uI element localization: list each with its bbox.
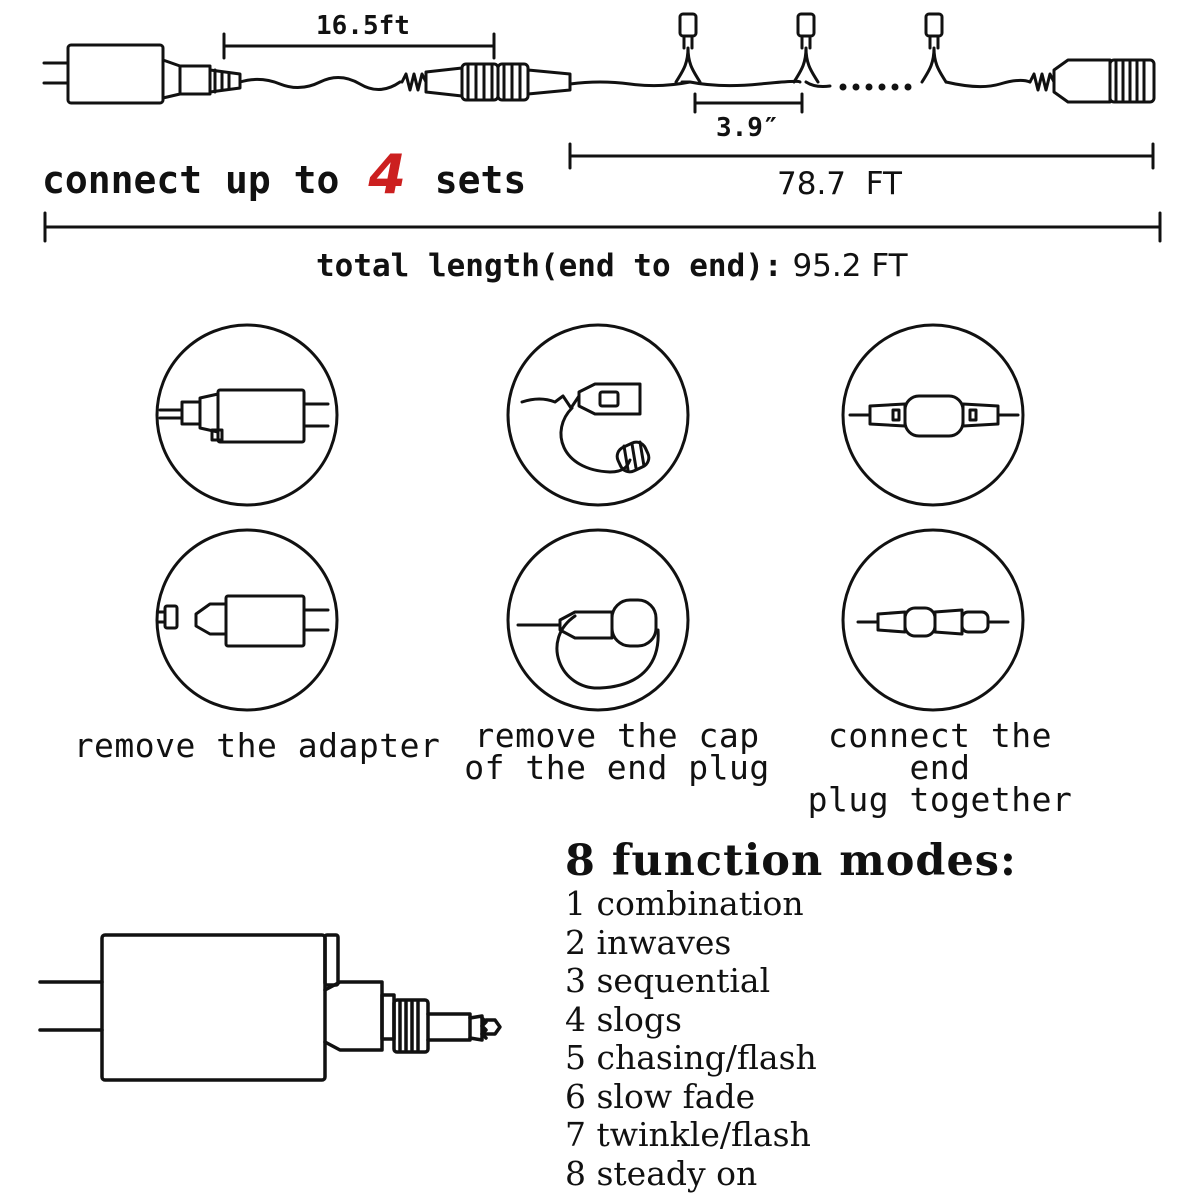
total-length-value: 95.2 FT [792,248,908,284]
adapter-plug-icon [42,43,242,105]
modes-list: 1 combination 2 inwaves 3 sequential 4 s… [565,884,817,1193]
step-circle-adapter-attached [155,323,339,507]
connect-prefix: connect up to [42,158,340,202]
connect-suffix: sets [434,158,527,202]
mode-item: 2 inwaves [565,922,732,962]
step-circle-joined [841,528,1025,712]
string-length-label: 78.7 FT [777,166,902,202]
total-dimension-line [43,211,1162,243]
ellipsis-dots [839,83,912,91]
caption-connect-end: connect the end plug together [807,716,1073,819]
cap-icon [615,440,651,474]
lead-dimension-line [222,32,496,60]
total-length-label: total length(end to end): [316,248,783,284]
step-circle-connected [841,323,1025,507]
lead-length-label: 16.5ft [316,11,410,41]
mode-item: 7 twinkle/flash [565,1115,811,1154]
total-length-text: total length(end to end): 95.2 FT [316,251,908,282]
lead-wire [238,76,402,91]
bulb-icon [674,12,702,84]
step-circle-cap-off [506,528,690,712]
spacing-dimension-line [693,92,804,114]
mode-item: 6 slow fade [565,1076,756,1116]
bulb-icon [792,12,820,84]
step-circle-adapter-removed [155,528,339,712]
mode-item: 1 combination [565,884,804,923]
bulb-icon [920,12,948,84]
mode-item: 3 sequential [565,961,771,1000]
step-circle-cap-on [506,323,690,507]
large-adapter-icon [38,933,502,1082]
mode-item: 5 chasing/flash [565,1038,817,1077]
mode-item: 8 steady on [565,1153,758,1193]
caption-remove-cap: remove the cap of the end plug [464,716,770,787]
bulb-spacing-label: 3.9″ [716,113,779,143]
inline-connector-icon [400,62,572,102]
connect-number: 4 [368,143,406,206]
string-dimension-line [568,142,1155,170]
end-plug-icon [1028,58,1156,104]
modes-title: 8 function modes: [565,836,1017,886]
caption-remove-adapter: remove the adapter [73,726,441,765]
mode-item: 4 slogs [565,999,682,1039]
connect-sets-text: connect up to 4 sets [42,148,526,202]
